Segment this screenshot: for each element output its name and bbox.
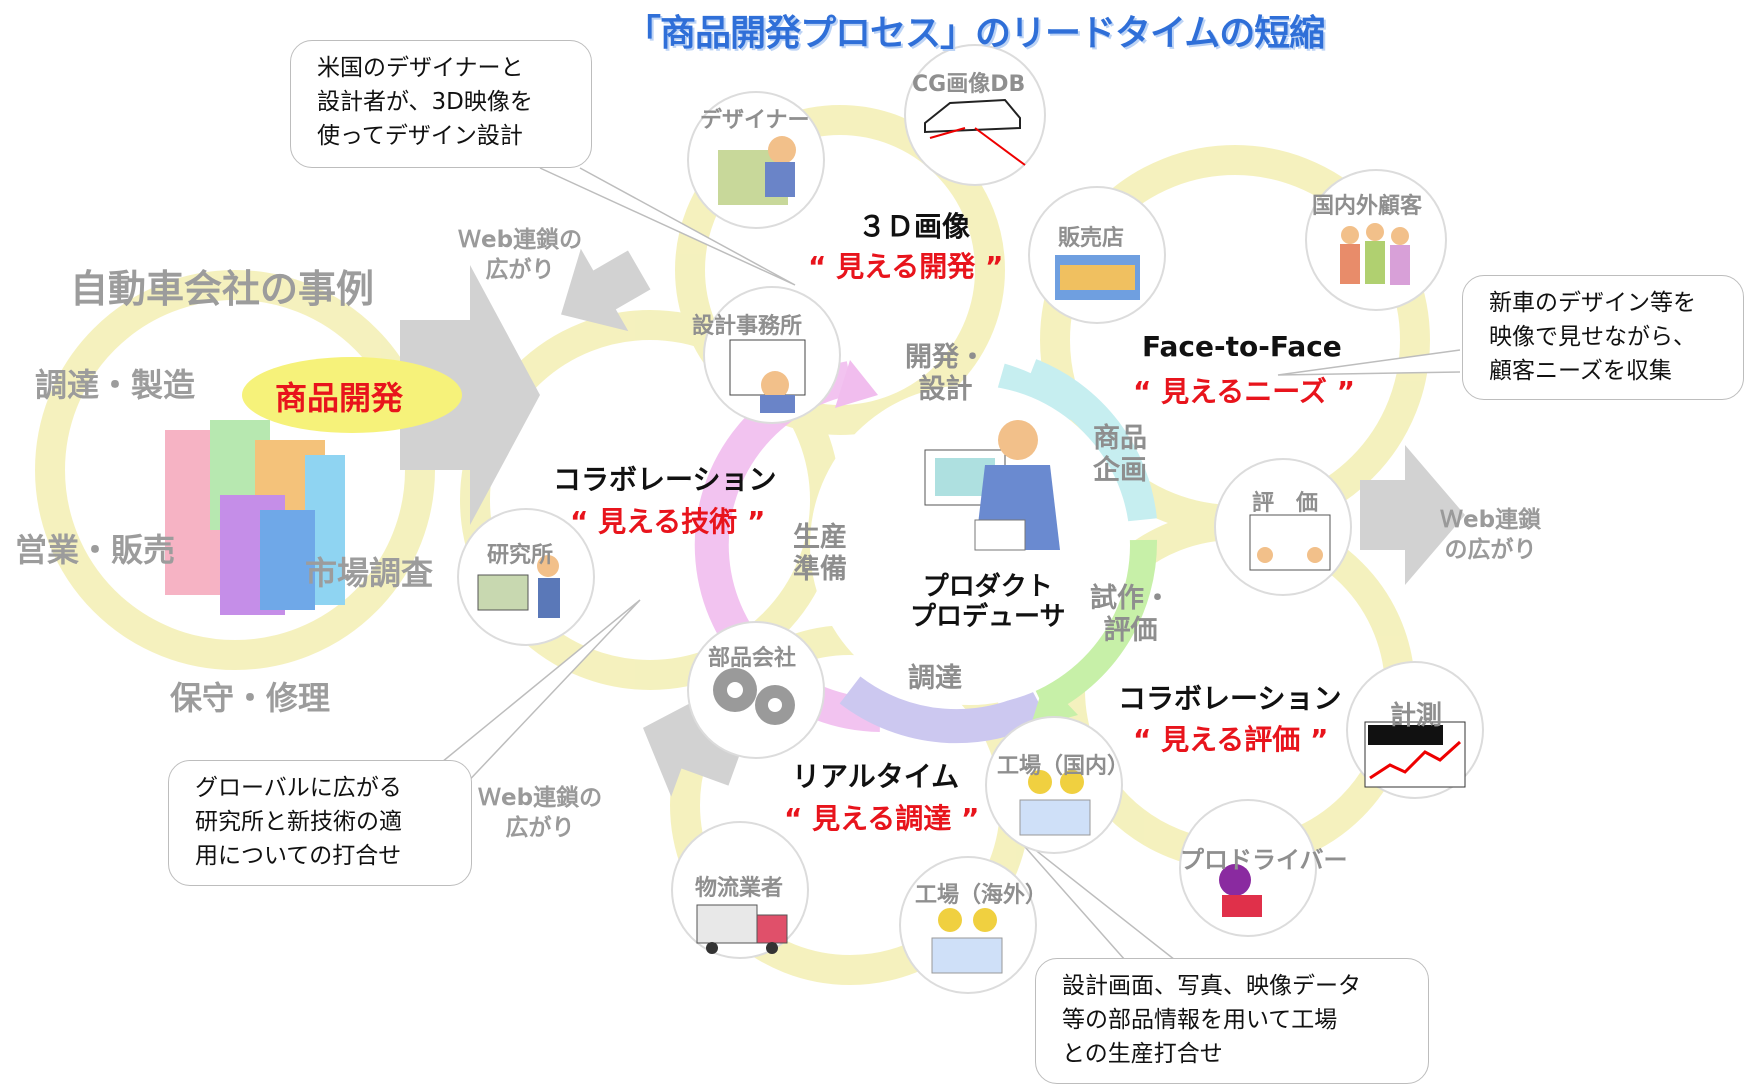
group-top-sub: “ 見える開発 ” — [808, 250, 1004, 283]
group-bottom-left-sub: “ 見える調達 ” — [784, 802, 980, 835]
group-left-heading: コラボレーション — [553, 463, 777, 496]
cycle-maintenance: 保守・修理 — [170, 679, 331, 717]
web-label-top: Ｗeb連鎖の 広がり — [458, 227, 583, 283]
producer-icon — [924, 420, 1060, 551]
measurement-chart-icon — [1364, 721, 1466, 788]
node-designer: デザイナー — [700, 108, 810, 133]
product-producer-label: プロダクト プロデューサ — [910, 572, 1066, 632]
center-label-bubble — [242, 357, 462, 433]
node-factory-overseas: 工場（海外） — [915, 883, 1048, 908]
callout-research: グローバルに広がる 研究所と新技術の適 用についての打合せ — [168, 760, 472, 886]
ring-development: 開発・ 設計 — [905, 342, 986, 405]
group-top-heading: ３Ｄ画像 — [858, 210, 971, 243]
node-measure: 計測 — [1390, 701, 1443, 731]
node-pro-driver: プロドライバー — [1180, 846, 1348, 874]
node-logistics: 物流業者 — [695, 876, 784, 901]
node-dealer: 販売店 — [1058, 226, 1125, 251]
page-title: 「商品開発プロセス」のリードタイムの短縮 — [625, 13, 1325, 54]
group-bottom-left-heading: リアルタイム — [792, 760, 960, 793]
gears-icon — [713, 668, 795, 725]
callout-factory: 設計画面、写真、映像データ 等の部品情報を用いて工場 との生産打合せ — [1035, 958, 1429, 1084]
drafting-icon — [729, 339, 806, 413]
ring-planning: 商品 企画 — [1093, 423, 1147, 486]
web-label-right: Ｗeb連鎖 の広がり — [1440, 507, 1542, 563]
callout-designer: 米国のデザイナーと 設計者が、3D映像を 使ってデザイン設計 — [290, 40, 592, 168]
workers-icon — [1019, 770, 1091, 836]
car-icon — [924, 98, 1026, 166]
cycle-market-research: 市場調査 — [305, 554, 434, 592]
callout-customer-needs: 新車のデザイン等を 映像で見せながら、 顧客ニーズを収集 — [1462, 275, 1744, 400]
research-lab-icon — [477, 555, 560, 618]
driver-helmet-icon — [1219, 864, 1262, 917]
group-right-heading: Face-to-Face — [1142, 330, 1342, 363]
main-arrow-shape — [400, 265, 540, 525]
ring-production-prep: 生産 準備 — [793, 522, 847, 585]
group-right-sub: “ 見えるニーズ ” — [1133, 375, 1356, 408]
group-left-sub: “ 見える技術 ” — [570, 505, 766, 538]
product-development-label: 商品開発 — [275, 379, 404, 417]
cycle-procurement: 調達・製造 — [35, 366, 196, 404]
ring-prototype: 試作・ 評価 — [1090, 583, 1171, 646]
node-parts: 部品会社 — [708, 646, 797, 671]
evaluation-meeting-icon — [1249, 514, 1331, 571]
workers-overseas-icon — [931, 908, 1003, 974]
node-cg-db: CG画像DB — [912, 72, 1026, 97]
group-bottom-right-heading: コラボレーション — [1118, 682, 1342, 715]
center-disc — [810, 385, 1130, 705]
callout-tails — [419, 167, 1461, 961]
node-design-office: 設計事務所 — [692, 314, 803, 339]
truck-icon — [696, 904, 788, 954]
node-customers: 国内外顧客 — [1312, 194, 1423, 219]
cycle-sales: 営業・販売 — [15, 531, 176, 569]
group-bottom-right-sub: “ 見える評価 ” — [1133, 723, 1329, 756]
web-label-bottom: Ｗeb連鎖の 広がり — [478, 785, 603, 841]
case-title: 自動車会社の事例 — [70, 267, 375, 311]
node-evaluation: 評 価 — [1252, 491, 1319, 516]
buildings-icon — [165, 420, 345, 615]
web-arrows — [400, 248, 1465, 797]
ring-procurement: 調達 — [908, 663, 962, 694]
store-icon — [1055, 255, 1140, 300]
node-lab: 研究所 — [487, 543, 554, 568]
node-factory-domestic: 工場（国内） — [997, 754, 1130, 779]
designer-icon — [718, 136, 796, 205]
family-icon — [1340, 223, 1410, 285]
